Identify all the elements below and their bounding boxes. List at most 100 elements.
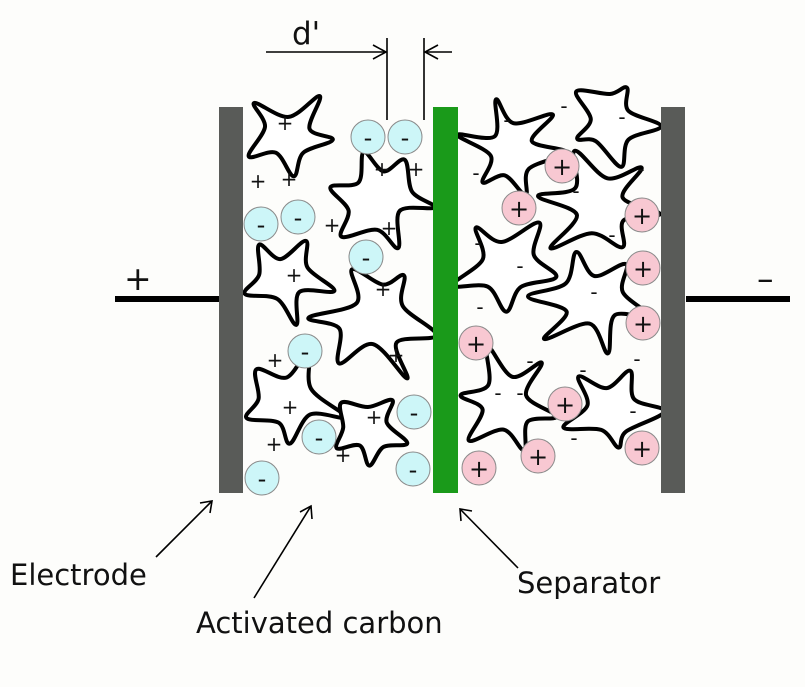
carbon-particle (334, 397, 410, 468)
negative-surface-charge: - (637, 157, 644, 181)
positive-terminal-label: + (124, 259, 152, 298)
cation-symbol: + (632, 435, 652, 463)
cation-circle (458, 325, 494, 361)
positive-surface-charge: + (324, 213, 341, 237)
negative-surface-charge: - (474, 231, 481, 255)
cation-symbol: + (633, 310, 653, 338)
negative-surface-charge: - (516, 254, 523, 278)
anion-symbol: - (409, 456, 418, 484)
cation-circle (501, 190, 537, 226)
right-electrode (661, 107, 685, 493)
carbon-particle (458, 343, 559, 453)
anion-symbol: - (410, 399, 419, 427)
negative-surface-charge: - (579, 358, 586, 382)
anion-circle (243, 206, 279, 242)
cation: + (625, 250, 661, 286)
cation-circle (624, 197, 660, 233)
cation-symbol: + (555, 391, 575, 419)
cation: + (520, 438, 556, 474)
anion-circle (396, 394, 432, 430)
negative-surface-charge: - (516, 381, 523, 405)
electrode-label: Electrode (10, 558, 147, 592)
carbon-particle (574, 85, 663, 169)
positive-surface-charge: + (277, 111, 294, 135)
anion-circle (395, 451, 431, 487)
positive-surface-charge: + (375, 277, 392, 301)
cation: + (544, 148, 580, 184)
cation-circle (544, 148, 580, 184)
anion-symbol: - (364, 124, 373, 152)
negative-surface-charge: - (570, 426, 577, 450)
negative-surface-charge: - (526, 349, 533, 373)
positive-surface-charge: + (366, 405, 383, 429)
positive-surface-charge: + (335, 443, 352, 467)
positive-surface-charge: + (381, 216, 398, 240)
anion: - (350, 119, 386, 155)
negative-surface-charge: - (472, 161, 479, 185)
cation: + (458, 325, 494, 361)
cation-symbol: + (632, 202, 652, 230)
cation: + (501, 190, 537, 226)
cation: + (624, 430, 660, 466)
anion-circle (280, 199, 316, 235)
carbon-pointer-line (253, 505, 312, 599)
carbon-particle (450, 220, 559, 314)
carbon-pointer-head (299, 504, 313, 520)
cation-symbol: + (469, 455, 489, 483)
anion: - (243, 206, 279, 242)
negative-surface-charge: - (608, 223, 615, 247)
anion: - (287, 333, 323, 369)
negative-surface-charge: - (618, 105, 625, 129)
anion-symbol: - (301, 338, 310, 366)
anion-circle (301, 419, 337, 455)
negative-surface-charge: - (633, 347, 640, 371)
negative-surface-charge: - (503, 108, 510, 132)
carbon-particle (328, 150, 437, 251)
anion-symbol: - (401, 124, 410, 152)
cation-circle (547, 386, 583, 422)
anion: - (395, 451, 431, 487)
negative-surface-charge: - (476, 295, 483, 319)
anion: - (244, 460, 280, 496)
cation-circle (461, 450, 497, 486)
negative-surface-charge: - (560, 94, 567, 118)
anion-symbol: - (362, 244, 371, 272)
dimension-arrowhead-right (423, 44, 439, 60)
anion-symbol: - (257, 211, 266, 239)
cation-symbol: + (528, 443, 548, 471)
positive-surface-charge: + (281, 167, 298, 191)
positive-surface-charge: + (286, 263, 303, 287)
anion: - (301, 419, 337, 455)
dimension-arrowhead-left (372, 44, 388, 60)
separator-membrane (433, 107, 458, 493)
anion-symbol: - (315, 424, 324, 452)
anion: - (348, 239, 384, 275)
electrode-pointer-head (199, 500, 213, 514)
cation-circle (625, 305, 661, 341)
cation: + (625, 305, 661, 341)
positive-surface-charge: + (282, 395, 299, 419)
anion-circle (244, 460, 280, 496)
electrode-pointer-line (155, 500, 213, 558)
positive-surface-charge: + (266, 432, 283, 456)
cation-circle (520, 438, 556, 474)
cation-circle (624, 430, 660, 466)
negative-surface-charge: - (494, 381, 501, 405)
negative-surface-charge: - (629, 399, 636, 423)
cation-symbol: + (509, 195, 529, 223)
cation-circle (625, 250, 661, 286)
anion-circle (348, 239, 384, 275)
dimension-label: d' (292, 16, 320, 52)
carbon-particle (246, 94, 335, 179)
positive-surface-charge: + (388, 343, 405, 367)
anion: - (396, 394, 432, 430)
cation: + (461, 450, 497, 486)
separator-pointer-line (459, 508, 519, 569)
left-electrode (219, 107, 243, 493)
carbon-particle (242, 238, 337, 327)
cation: + (547, 386, 583, 422)
dimension-marker: d' (266, 16, 452, 120)
cation-symbol: + (633, 255, 653, 283)
anion-circle (287, 333, 323, 369)
